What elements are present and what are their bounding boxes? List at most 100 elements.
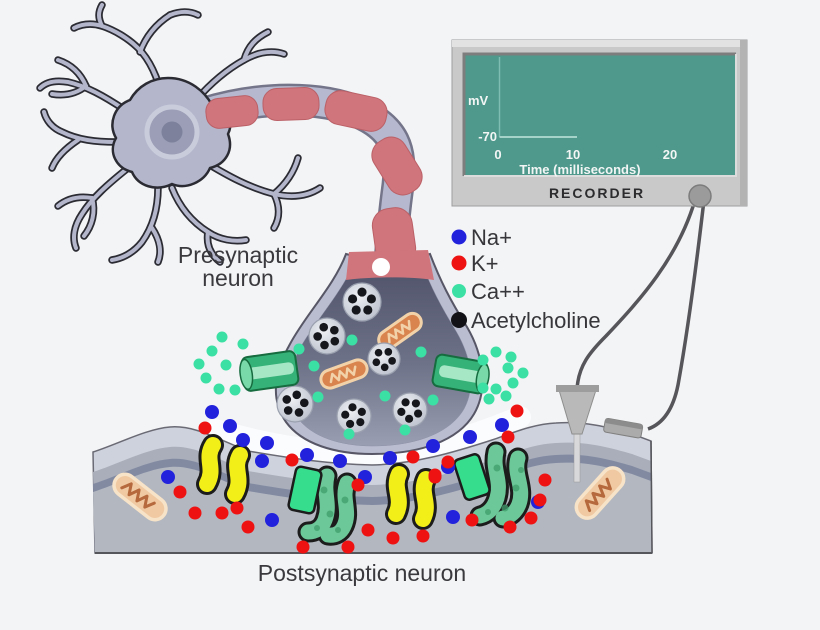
- x-tick-0: 0: [494, 147, 501, 162]
- calcium-ion: [427, 394, 439, 406]
- calcium-ion: [220, 359, 232, 371]
- acetylcholine-dot: [294, 408, 304, 417]
- potassium-ions: [173, 404, 552, 554]
- calcium-ion: [490, 346, 502, 358]
- recording-setup: [556, 199, 706, 483]
- potassium-ion: [503, 520, 517, 534]
- sodium-ion: [495, 418, 509, 432]
- acetylcholine-dot: [330, 325, 339, 335]
- acetylcholine-dot: [348, 294, 358, 304]
- acetylcholine-dot: [341, 410, 350, 419]
- calcium-ion: [193, 358, 205, 370]
- calcium-ion: [399, 424, 411, 436]
- acetylcholine-dot: [357, 407, 366, 416]
- calcium-ion: [200, 372, 212, 384]
- sodium-ion: [265, 513, 279, 527]
- calcium-ion: [237, 338, 249, 350]
- potassium-ion: [361, 523, 375, 537]
- acetylcholine-dot: [299, 398, 309, 408]
- calcium-ion: [213, 383, 225, 395]
- sodium-ion: [205, 405, 219, 419]
- presynaptic-label-line2: neuron: [202, 265, 274, 291]
- potassium-ion: [416, 529, 430, 543]
- sodium-ion: [223, 419, 237, 433]
- y-tick-minus70: -70: [478, 129, 497, 144]
- electrode-needle: [573, 433, 581, 483]
- acetylcholine-dot: [411, 399, 420, 408]
- calcium-ion: [415, 346, 427, 358]
- mitochondrion-postsynaptic-right: [574, 466, 626, 520]
- acetylcholine-dot: [357, 287, 367, 297]
- sodium-ion: [383, 451, 397, 465]
- mitochondrion-terminal-2: [319, 358, 369, 390]
- sodium-ions: [161, 405, 545, 527]
- calcium-ion: [346, 334, 358, 346]
- potassium-ion: [215, 506, 229, 520]
- potassium-ion: [465, 513, 479, 527]
- screen-bevel-dark: [462, 52, 736, 176]
- recorder-frame-shade: [740, 40, 747, 206]
- legend: Na+ K+ Ca++ Acetylcholine: [451, 225, 601, 333]
- acetylcholine-dot: [405, 414, 414, 423]
- sodium-ion: [463, 430, 477, 444]
- y-axis-label: mV: [468, 93, 489, 108]
- legend-dot-ca: [452, 284, 466, 298]
- calcium-ion: [312, 391, 324, 403]
- calcium-ion: [216, 331, 228, 343]
- wire-to-electrode-1: [575, 199, 697, 391]
- calcium-ion: [343, 428, 355, 440]
- wire-to-electrode-2: [647, 199, 706, 431]
- x-tick-20: 20: [663, 147, 677, 162]
- legend-label-acetylcholine: Acetylcholine: [471, 308, 601, 333]
- calcium-ion: [517, 367, 529, 379]
- legend-dot-acetylcholine: [451, 312, 467, 328]
- fusing-vesicle-dot: [372, 258, 390, 276]
- presynaptic-label-line1: Presynaptic: [178, 242, 298, 268]
- calcium-channel-left: [239, 350, 300, 392]
- channel-spots: [314, 486, 349, 533]
- receptor-yellow-left: [196, 434, 251, 505]
- acetylcholine-dot: [414, 409, 423, 418]
- electrode-cap: [556, 385, 599, 392]
- calcium-ions: [193, 331, 529, 440]
- presynaptic-neuron: [36, 1, 423, 279]
- potassium-ion: [428, 470, 442, 484]
- calcium-ion: [490, 383, 502, 395]
- acetylcholine-dot: [388, 357, 396, 365]
- acetylcholine-dot: [351, 305, 361, 315]
- potassium-ion: [241, 520, 255, 534]
- reference-electrode: [603, 417, 644, 439]
- potassium-ion: [230, 501, 244, 515]
- potassium-ion: [524, 511, 538, 525]
- potassium-ion: [386, 531, 400, 545]
- potassium-ion: [510, 404, 524, 418]
- calcium-ion: [507, 377, 519, 389]
- recorder-device: mV -70 0 10 20 Time (milliseconds) RECOR…: [451, 39, 748, 208]
- calcium-ion: [206, 345, 218, 357]
- potassium-ion: [501, 430, 515, 444]
- acetylcholine-dot: [372, 358, 381, 367]
- screen-bevel-light: [464, 54, 737, 177]
- postsynaptic-receptors: [196, 434, 532, 546]
- mitochondrion-postsynaptic-left: [112, 472, 168, 522]
- recorder-frame-highlight: [452, 40, 747, 47]
- potassium-ion: [285, 453, 299, 467]
- sodium-ion: [161, 470, 175, 484]
- potassium-ion: [538, 473, 552, 487]
- x-tick-10: 10: [566, 147, 580, 162]
- acetylcholine-dot: [363, 305, 373, 315]
- legend-dot-k: [451, 255, 467, 271]
- acetylcholine-dot: [384, 348, 393, 356]
- acetylcholine-dot: [346, 419, 355, 429]
- acetylcholine-dot: [397, 407, 406, 416]
- acetylcholine-dot: [366, 294, 376, 304]
- recorder-screen: [464, 54, 736, 176]
- sodium-ion: [260, 436, 274, 450]
- legend-label-ca: Ca++: [471, 279, 525, 304]
- recorder-label: RECORDER: [549, 185, 645, 201]
- potassium-ion: [406, 450, 420, 464]
- acetylcholine-dot: [348, 403, 357, 412]
- potassium-ion: [198, 421, 212, 435]
- calcium-ion: [293, 343, 305, 355]
